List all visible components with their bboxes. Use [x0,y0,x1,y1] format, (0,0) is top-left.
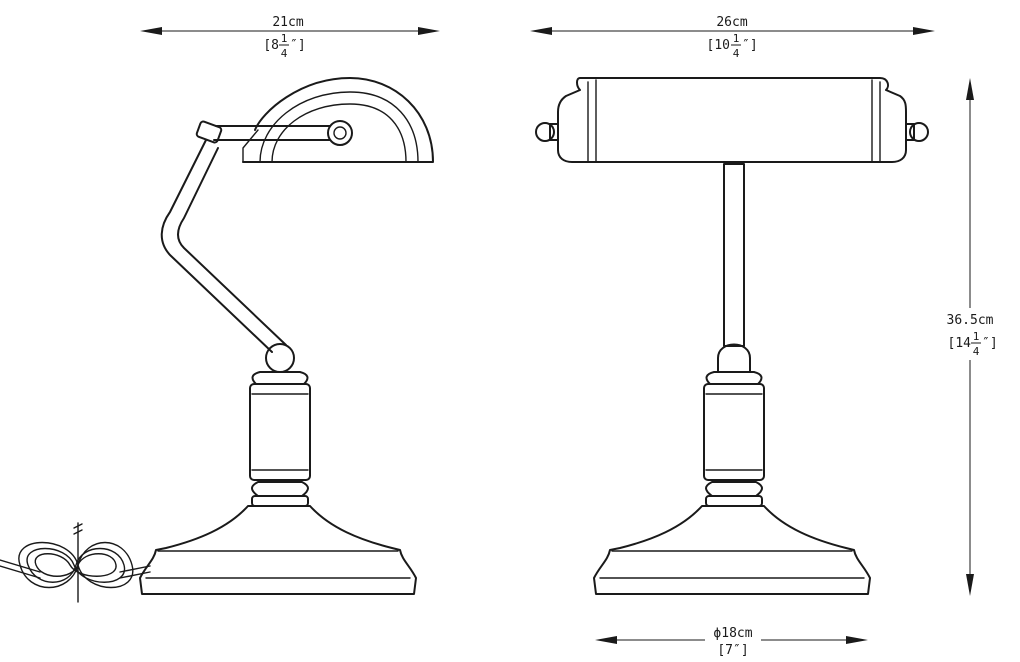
front-width-fraction-den: 4 [733,47,740,60]
side-column [249,343,311,507]
height-dimension: 36.5cm [14 1 4 ″] [940,78,1002,596]
side-width-dimension: 21cm [8 1 4 ″] [140,15,440,60]
side-arm [160,120,353,353]
front-column [703,163,765,507]
base-diameter-metric: ϕ18cm [713,626,752,641]
front-width-fraction-num: 1 [733,32,740,45]
height-imperial-prefix: [14 [948,336,972,351]
side-view-lamp [0,77,434,603]
height-imperial-suffix: ″] [982,336,998,351]
side-width-fraction-den: 4 [281,47,288,60]
base-diameter-dimension: ϕ18cm [7″] [595,626,868,658]
height-fraction-den: 4 [973,345,980,358]
side-width-fraction-num: 1 [281,32,288,45]
front-view-lamp [535,77,929,595]
front-width-imperial-suffix: ″] [742,38,758,53]
front-width-dimension: 26cm [10 1 4 ″] [530,15,935,60]
side-width-metric: 21cm [272,15,303,30]
front-base [593,505,871,595]
height-metric: 36.5cm [947,313,994,328]
side-width-imperial-suffix: ″] [290,38,306,53]
front-width-metric: 26cm [716,15,747,30]
front-width-imperial-prefix: [10 [707,38,730,53]
height-fraction-num: 1 [973,330,980,343]
power-cord [0,522,151,603]
base-diameter-imperial: [7″] [717,643,748,658]
side-width-imperial-prefix: [8 [263,38,279,53]
side-base [139,505,417,595]
side-shade [242,77,434,163]
front-shade [535,77,929,163]
